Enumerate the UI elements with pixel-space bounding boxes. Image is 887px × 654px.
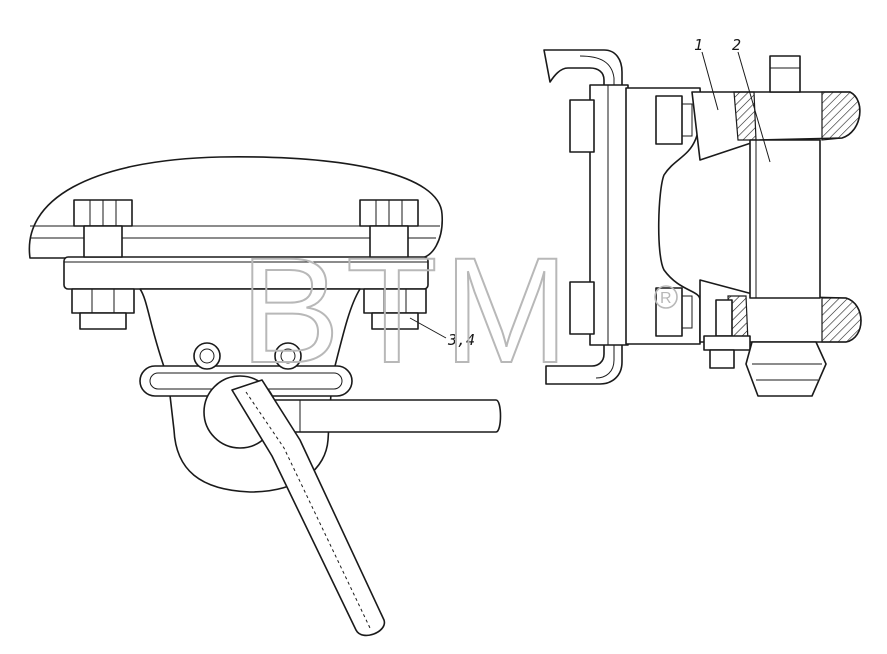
callout-2-label: 2: [732, 36, 741, 54]
registered-mark-icon: [654, 285, 678, 309]
callout-1: 1: [694, 36, 719, 111]
bolt-right-top: [359, 199, 419, 258]
watermark-text: BTM: [240, 226, 575, 394]
right-view: [543, 49, 862, 397]
hook-nut-bottom: [569, 281, 595, 335]
vertical-web: [589, 84, 629, 346]
lever-handle: [231, 379, 385, 637]
bolt-left-top: [73, 199, 133, 258]
registered-mark-letter: R: [660, 290, 672, 307]
bottom-fitting: [703, 299, 827, 397]
centre-body: [749, 139, 821, 299]
housing-frame: [625, 87, 702, 345]
small-bolt-left: [193, 342, 221, 370]
top-stud: [769, 55, 801, 93]
hook-nut-top: [569, 99, 595, 153]
callout-2: 2: [732, 36, 771, 163]
left-view: [28, 156, 502, 637]
callout-3-4: 3,4: [409, 317, 475, 349]
nut-left-bottom: [71, 288, 135, 330]
nut-right-bottom: [363, 288, 427, 330]
dome-cover: [28, 156, 443, 259]
callout-1-label: 1: [694, 36, 703, 54]
callout-3-4-label: 3,4: [447, 331, 475, 349]
small-bolt-right: [274, 342, 302, 370]
watermark: BTM R: [239, 225, 678, 395]
